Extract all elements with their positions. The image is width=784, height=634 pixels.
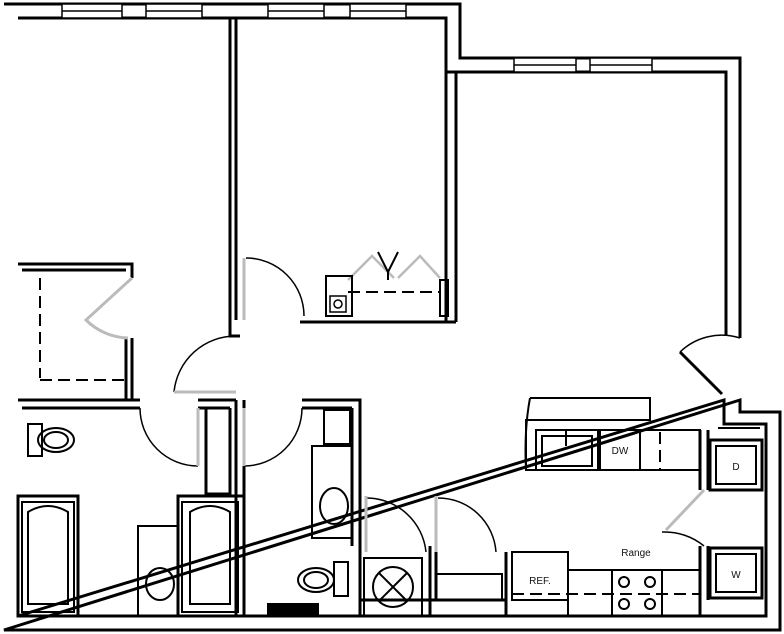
bedroom-1-door <box>173 335 237 393</box>
doors <box>83 257 741 553</box>
vanity-1 <box>137 525 179 617</box>
vanity-2 <box>311 409 353 539</box>
closet-door-swing <box>83 276 134 340</box>
bedroom-2-door <box>245 257 305 317</box>
dryer-label: D <box>732 462 739 473</box>
range-label: Range <box>621 548 651 559</box>
water-heater <box>325 275 353 317</box>
linen-shelf <box>435 573 503 601</box>
windows <box>61 3 653 73</box>
exterior-wall-outline <box>3 2 782 632</box>
bathtub-2 <box>176 494 246 618</box>
exterior-wall-inner-line <box>17 16 768 618</box>
dryer <box>708 438 764 492</box>
bathroom-2-fixtures <box>176 409 353 618</box>
toilet-1 <box>27 423 75 457</box>
bath-1-door <box>139 407 199 467</box>
interior-walls <box>18 18 710 616</box>
laundry-door <box>661 531 705 547</box>
bathtub-1 <box>16 494 80 618</box>
hvac-unit <box>363 557 423 617</box>
dishwasher-label: DW <box>612 446 629 457</box>
kitchen <box>511 397 701 617</box>
bath-2-door <box>243 407 303 467</box>
kitchen-sink <box>535 429 599 471</box>
exterior-walls <box>3 2 782 632</box>
washer-label: W <box>731 570 741 581</box>
bathroom-1-fixtures <box>16 423 179 618</box>
toilet-2 <box>267 561 349 615</box>
washer <box>708 546 764 600</box>
laundry <box>708 427 764 600</box>
entry-door <box>679 334 741 353</box>
refrigerator-label: REF. <box>529 576 551 587</box>
bifold-closet-doors <box>325 251 449 317</box>
utility-closet-door <box>365 497 427 553</box>
linen-closet-door <box>437 497 497 553</box>
range <box>611 569 663 617</box>
